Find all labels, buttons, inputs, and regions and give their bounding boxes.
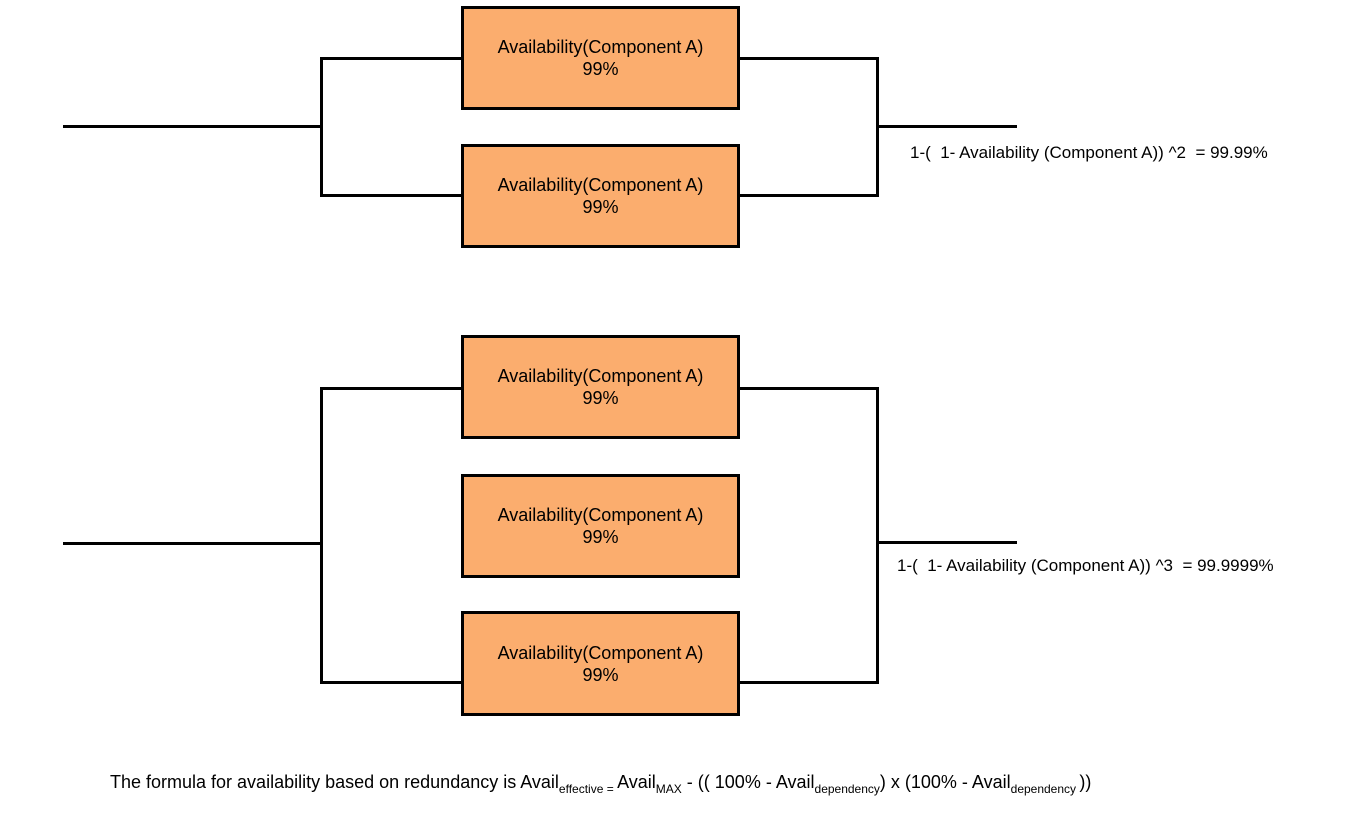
bottom-left-bracket-line bbox=[320, 387, 323, 684]
top-left-bracket-line bbox=[320, 57, 323, 197]
top-output-line bbox=[879, 125, 1017, 128]
top-right-bracket-line bbox=[876, 57, 879, 197]
formula-text: - (( 100% - Avail bbox=[681, 772, 815, 792]
bottom-branch-upper-left-line bbox=[322, 387, 463, 390]
availability-box: Availability(Component A) 99% bbox=[461, 144, 740, 248]
top-result-formula: 1-( 1- Availability (Component A)) ^2 = … bbox=[910, 143, 1268, 162]
box-value: 99% bbox=[582, 527, 619, 547]
box-title: Availability(Component A) bbox=[497, 37, 704, 57]
formula-subscript-dependency: dependency bbox=[1010, 782, 1080, 796]
availability-box: Availability(Component A) 99% bbox=[461, 474, 740, 578]
box-title: Availability(Component A) bbox=[497, 366, 704, 386]
top-branch-upper-left-line bbox=[322, 57, 463, 60]
formula-subscript-dependency: dependency bbox=[814, 782, 880, 796]
formula-text: ) x (100% - Avail bbox=[879, 772, 1011, 792]
box-value: 99% bbox=[582, 664, 619, 685]
availability-box: Availability(Component A) 99% bbox=[461, 611, 740, 716]
formula-subscript-max: MAX bbox=[655, 782, 682, 796]
availability-box: Availability(Component A) 99% bbox=[461, 6, 740, 110]
formula-text: The formula for availability based on re… bbox=[110, 772, 559, 792]
box-value: 99% bbox=[582, 197, 619, 217]
formula-text: Avail bbox=[617, 772, 656, 792]
box-value: 99% bbox=[582, 388, 619, 408]
availability-box: Availability(Component A) 99% bbox=[461, 335, 740, 439]
box-title: Availability(Component A) bbox=[497, 642, 704, 663]
top-branch-upper-right-line bbox=[738, 57, 879, 60]
bottom-right-bracket-line bbox=[876, 387, 879, 684]
formula-subscript-effective: effective = bbox=[558, 782, 618, 796]
bottom-branch-lower-left-line bbox=[322, 681, 463, 684]
bottom-input-line bbox=[63, 542, 322, 545]
bottom-branch-lower-right-line bbox=[738, 681, 879, 684]
bottom-output-line bbox=[879, 541, 1017, 544]
formula-text: )) bbox=[1079, 772, 1092, 792]
box-title: Availability(Component A) bbox=[497, 175, 704, 195]
bottom-result-formula: 1-( 1- Availability (Component A)) ^3 = … bbox=[897, 556, 1274, 575]
top-input-line bbox=[63, 125, 322, 128]
bottom-branch-upper-right-line bbox=[738, 387, 879, 390]
top-branch-lower-left-line bbox=[322, 194, 463, 197]
box-title: Availability(Component A) bbox=[497, 505, 704, 525]
top-branch-lower-right-line bbox=[738, 194, 879, 197]
box-value: 99% bbox=[582, 59, 619, 79]
redundancy-formula-caption: The formula for availability based on re… bbox=[110, 772, 1092, 796]
